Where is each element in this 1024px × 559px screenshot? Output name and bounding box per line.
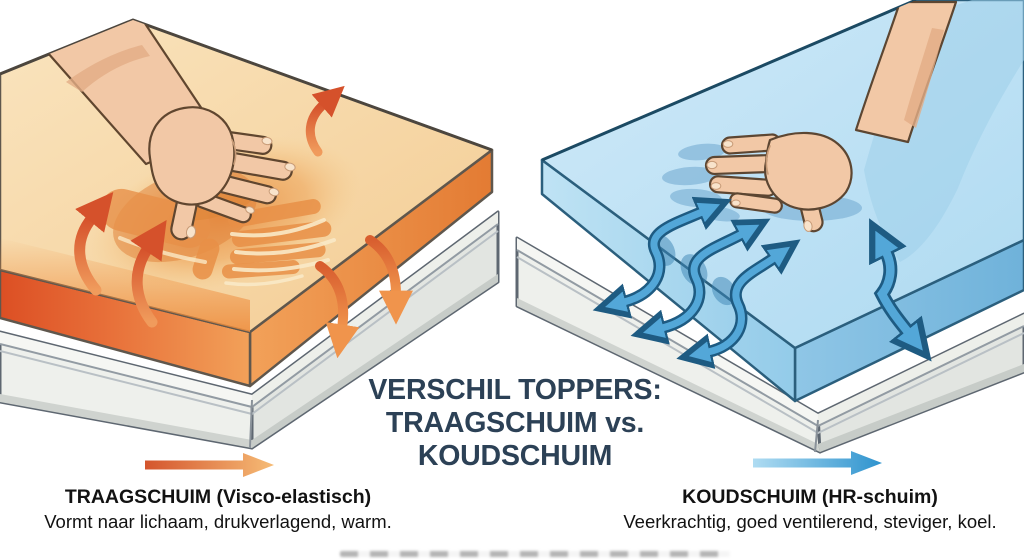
airflow-arrow-icon bbox=[869, 218, 932, 362]
hand-icon bbox=[38, 20, 296, 241]
koudschuim-description: Veerkrachtig, goed ventilerend, steviger… bbox=[623, 511, 997, 532]
koudschuim-illustration bbox=[515, 0, 1024, 454]
title-line-2: TRAAGSCHUIM vs. bbox=[385, 407, 645, 439]
heat-down-arrow-icon bbox=[315, 261, 360, 359]
title-line-1: VERSCHIL TOPPERS: bbox=[368, 374, 662, 406]
koudschuim-legend: KOUDSCHUIM (HR-schuim) Veerkrachtig, goe… bbox=[590, 485, 1024, 534]
mattress-base bbox=[0, 210, 500, 450]
page-title: VERSCHIL TOPPERS: TRAAGSCHUIM vs. KOUDSC… bbox=[315, 374, 715, 473]
heat-arrows bbox=[74, 85, 413, 359]
cool-gradient-arrow-icon bbox=[753, 451, 882, 475]
traagschuim-illustration bbox=[0, 18, 500, 450]
airflow-arrow-icon bbox=[676, 239, 801, 369]
heat-down-arrow-icon bbox=[365, 235, 413, 325]
warm-gradient-arrow-icon bbox=[145, 453, 274, 477]
heat-up-arrow-icon bbox=[305, 85, 345, 157]
heat-up-arrow-icon bbox=[130, 219, 167, 328]
airflow-arrows bbox=[592, 196, 932, 369]
traagschuim-description: Vormt naar lichaam, drukverlagend, warm. bbox=[44, 511, 392, 532]
traagschuim-legend: TRAAGSCHUIM (Visco-elastisch) Vormt naar… bbox=[18, 485, 418, 534]
cropped-text-strip bbox=[340, 551, 730, 557]
traagschuim-heading: TRAAGSCHUIM (Visco-elastisch) bbox=[64, 486, 372, 508]
heat-up-arrow-icon bbox=[74, 191, 114, 296]
title-line-3: KOUDSCHUIM bbox=[417, 440, 613, 472]
koudschuim-heading: KOUDSCHUIM (HR-schuim) bbox=[682, 486, 938, 508]
